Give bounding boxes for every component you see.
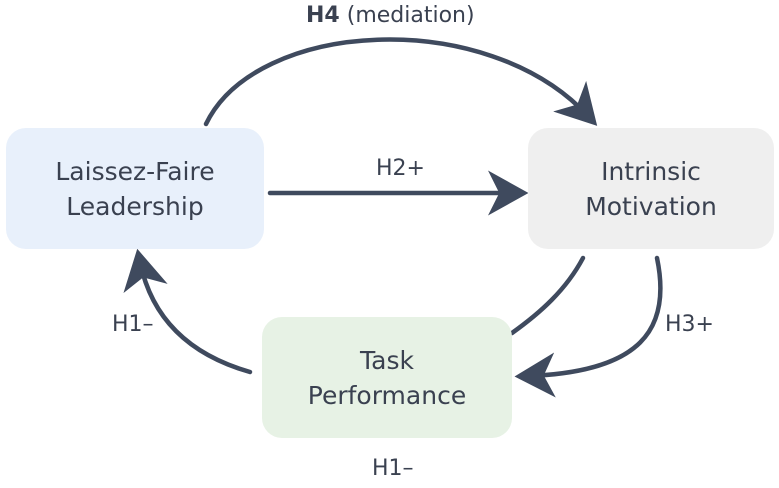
h4-label: H4 (mediation)	[306, 3, 475, 28]
im-to-tp-line	[509, 255, 586, 336]
h2-label: H2+	[376, 156, 425, 181]
h3-arrow	[514, 255, 663, 398]
intrinsic-motivation-node: Intrinsic Motivation	[528, 128, 774, 249]
node-label-line1: Intrinsic	[601, 156, 701, 186]
node-label-line1: Task	[360, 345, 414, 375]
h4-code: H4	[306, 3, 340, 28]
h4-note: (mediation)	[346, 3, 475, 28]
laissez-faire-leadership-node: Laissez-Faire Leadership	[6, 128, 264, 249]
h1-bottom-label: H1–	[372, 456, 414, 481]
node-label-line2: Performance	[307, 380, 467, 410]
h1-left-arrow	[123, 248, 253, 375]
task-performance-node: Task Performance	[262, 317, 512, 438]
node-label-line1: Laissez-Faire	[55, 156, 215, 186]
h3-label: H3+	[665, 312, 714, 337]
h1-left-label: H1–	[112, 312, 154, 337]
h4-arrow	[203, 37, 598, 127]
node-label-line2: Leadership	[66, 191, 204, 221]
node-label-line2: Motivation	[585, 191, 717, 221]
